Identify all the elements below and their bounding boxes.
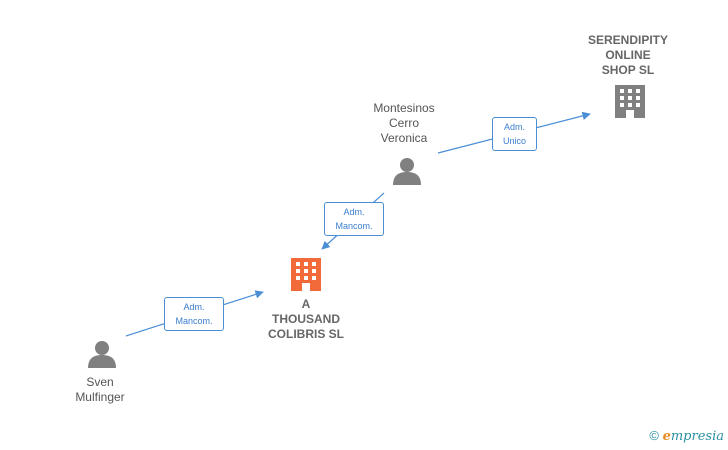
empresia-logo: © empresia	[649, 428, 724, 444]
building-icon[interactable]	[615, 85, 645, 118]
company-label-thousand[interactable]: A THOUSAND COLIBRIS SL	[267, 297, 344, 341]
person-icon[interactable]	[88, 341, 116, 368]
person-icon[interactable]	[393, 158, 421, 185]
edge-label-montesinos-thousand: Adm. Mancom.	[324, 202, 384, 236]
person-label-montesinos[interactable]: Montesinos Cerro Veronica	[373, 101, 435, 145]
person-label-sven[interactable]: Sven Mulfinger	[75, 375, 125, 404]
brand-name: empresia	[662, 429, 724, 444]
edge-label-montesinos-serendipity: Adm. Unico	[492, 117, 537, 151]
copyright-symbol: ©	[649, 428, 659, 443]
building-icon[interactable]	[291, 258, 321, 291]
company-label-serendipity[interactable]: SERENDIPITY ONLINE SHOP SL	[587, 33, 668, 77]
edge-label-sven-thousand: Adm. Mancom.	[164, 297, 224, 331]
